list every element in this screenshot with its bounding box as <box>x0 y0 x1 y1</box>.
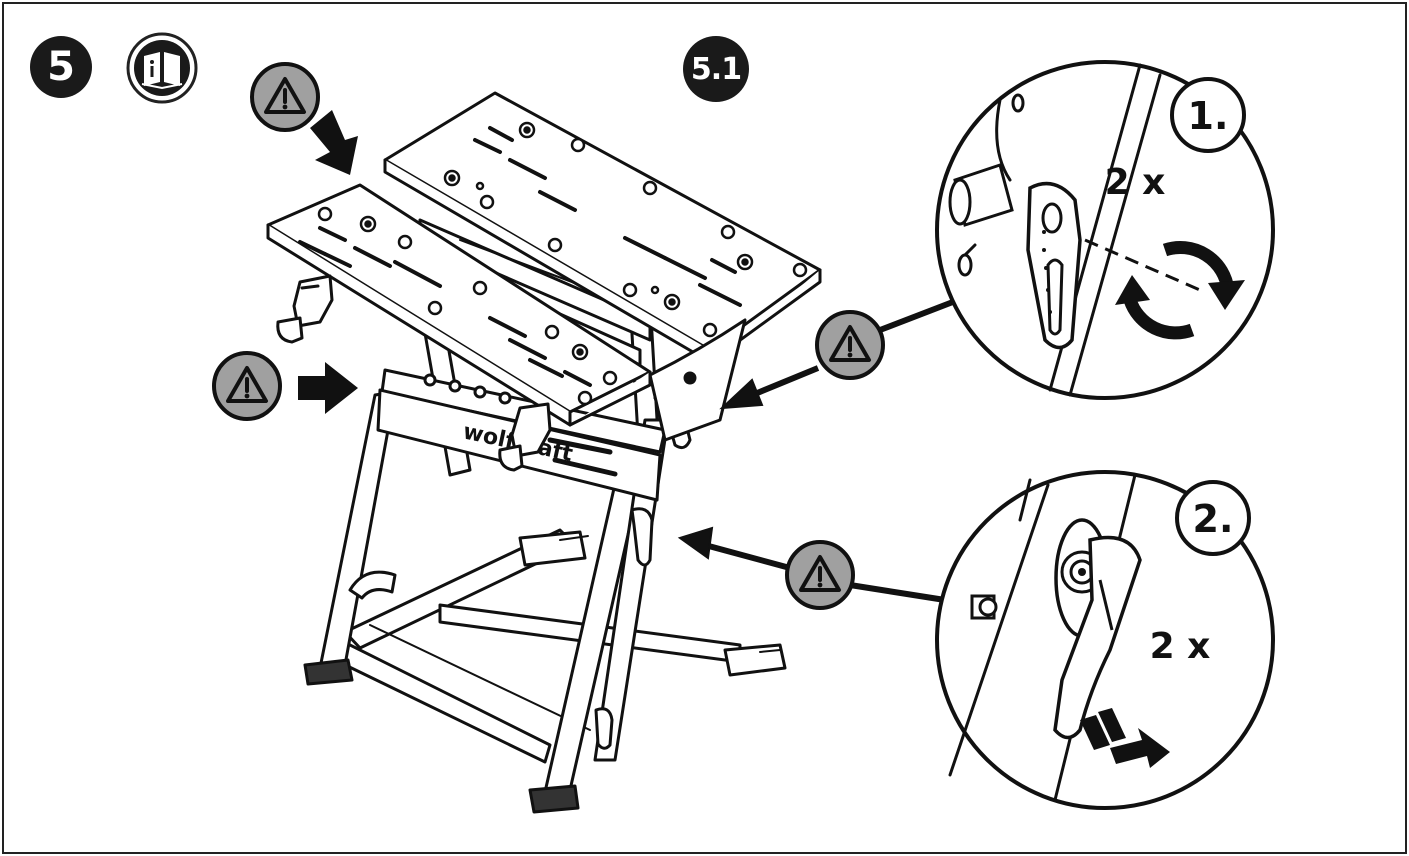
warning-icon <box>212 351 282 421</box>
warning-icon <box>815 310 885 380</box>
detail-1-count: 2 x <box>1105 162 1166 203</box>
callout-line-detail-2 <box>677 526 946 603</box>
detail-2-label: 2. <box>1193 497 1234 541</box>
pull-direction-icon <box>1080 708 1170 768</box>
manual-info-icon <box>126 32 198 104</box>
detail-1-label: 1. <box>1188 94 1229 138</box>
warning-icon <box>785 540 855 610</box>
substep-number-badge: 5.1 <box>683 36 749 102</box>
warning-icon <box>250 62 320 132</box>
direction-arrows <box>298 110 358 414</box>
workbench-illustration: wolfcraft <box>266 91 822 814</box>
detail-circle-2: 2. 2 x <box>935 470 1275 810</box>
detail-2-count: 2 x <box>1150 626 1211 667</box>
detail-circle-1: 1. 2 x <box>935 60 1275 400</box>
callout-line-detail-1 <box>719 297 960 410</box>
step-number-badge: 5 <box>30 36 92 98</box>
rotate-icon <box>1123 241 1235 340</box>
